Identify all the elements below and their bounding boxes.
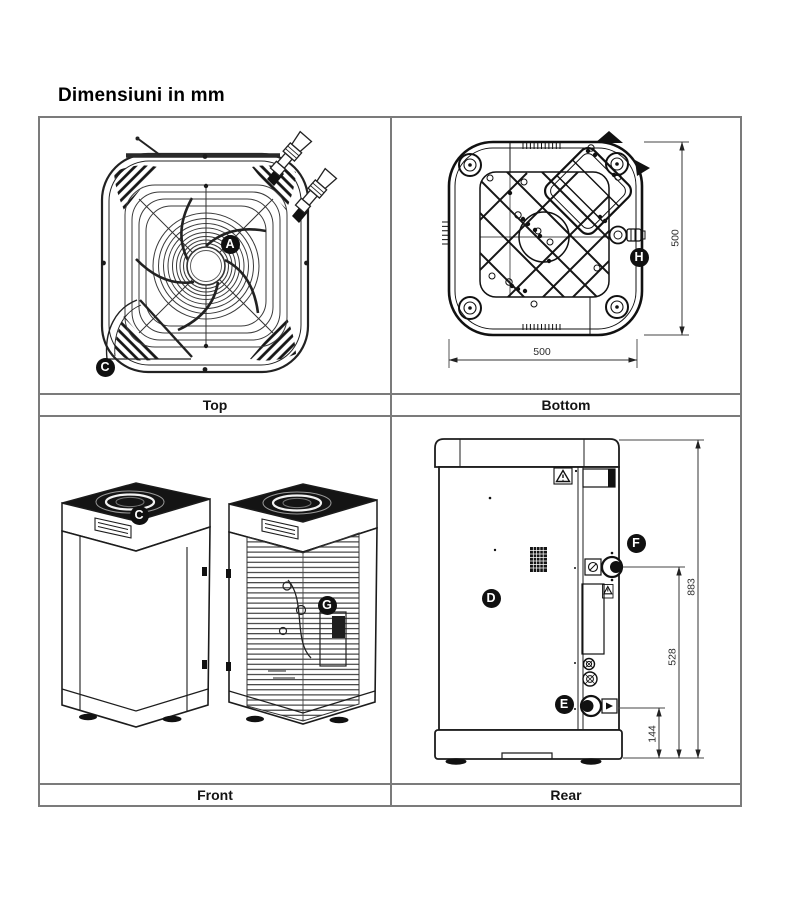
rear-view-cell: 883 528 144 D <box>392 417 740 783</box>
dim-upper-connection: 528 <box>623 566 685 759</box>
dim-width-value: 500 <box>533 346 551 358</box>
cabinet-body <box>438 466 620 731</box>
small-holes <box>486 144 622 308</box>
table-border <box>40 783 740 785</box>
front-view-cell: C G <box>40 417 390 783</box>
bottom-view-drawing: 500 500 <box>442 131 689 368</box>
caption-top: Top <box>202 397 228 413</box>
dim-upper-connection-value: 528 <box>667 648 679 666</box>
top-view-cell: A C <box>40 118 390 393</box>
service-strip-header <box>582 468 616 488</box>
evaporator-coil <box>246 532 360 722</box>
cable-glands <box>582 657 598 687</box>
page-title: Dimensiuni in mm <box>58 85 225 106</box>
vent-serrations <box>442 143 561 330</box>
table-border <box>40 393 740 395</box>
fan-blades <box>135 197 267 332</box>
caption-rear: Rear <box>550 787 582 803</box>
fan-hub <box>186 246 226 286</box>
callout-c-badge: C <box>95 357 115 377</box>
housing-screws <box>101 154 309 372</box>
table-border <box>40 415 740 417</box>
cabinet-top-cap <box>434 438 620 468</box>
table-column-divider <box>390 118 392 805</box>
cabinet-base <box>434 729 623 765</box>
dimension-table: A C <box>38 116 742 807</box>
dim-overall-height-value: 883 <box>686 578 698 596</box>
caption-bottom: Bottom <box>541 397 591 413</box>
front-right-unit <box>226 483 378 725</box>
callout-h-badge: H <box>629 247 649 267</box>
callout-f-badge: F <box>626 533 646 553</box>
dim-lower-connection-value: 144 <box>647 725 659 743</box>
callout-c-badge: C <box>129 505 149 525</box>
callout-e-badge: E <box>554 694 574 714</box>
dim-depth: 500 <box>644 141 689 336</box>
corner-markers <box>595 131 650 176</box>
fan-guard <box>124 184 288 348</box>
dim-depth-value: 500 <box>670 229 682 247</box>
front-view-drawing <box>61 482 378 728</box>
warning-label <box>553 467 578 485</box>
callout-g-badge: G <box>317 595 337 615</box>
top-view-drawing <box>100 130 338 374</box>
access-panel <box>581 583 614 655</box>
access-flap <box>105 299 193 360</box>
drain-pan-circle <box>518 211 570 263</box>
refrigerant-pipes <box>267 130 338 223</box>
callout-d-badge: D <box>481 588 501 608</box>
callout-a-badge: A <box>220 234 240 254</box>
inner-frame <box>479 142 610 335</box>
dim-overall-height: 883 <box>619 439 704 759</box>
dim-width: 500 <box>448 339 638 368</box>
front-left-unit <box>61 482 211 728</box>
drain-spout <box>608 225 646 245</box>
dim-lower-connection: 144 <box>618 707 665 759</box>
bottom-view-cell: 500 500 H <box>392 118 740 393</box>
caption-front: Front <box>197 787 233 803</box>
water-connection-top <box>584 551 624 582</box>
base-pan-outline <box>447 140 644 337</box>
fastener-dots <box>507 148 617 294</box>
corner-vents <box>114 165 296 361</box>
compressor-compartment <box>543 146 633 236</box>
corner-feet <box>458 152 629 320</box>
water-connection-bottom <box>579 694 618 718</box>
rear-view-drawing: 883 528 144 <box>434 438 704 765</box>
vent-grille <box>530 547 547 572</box>
